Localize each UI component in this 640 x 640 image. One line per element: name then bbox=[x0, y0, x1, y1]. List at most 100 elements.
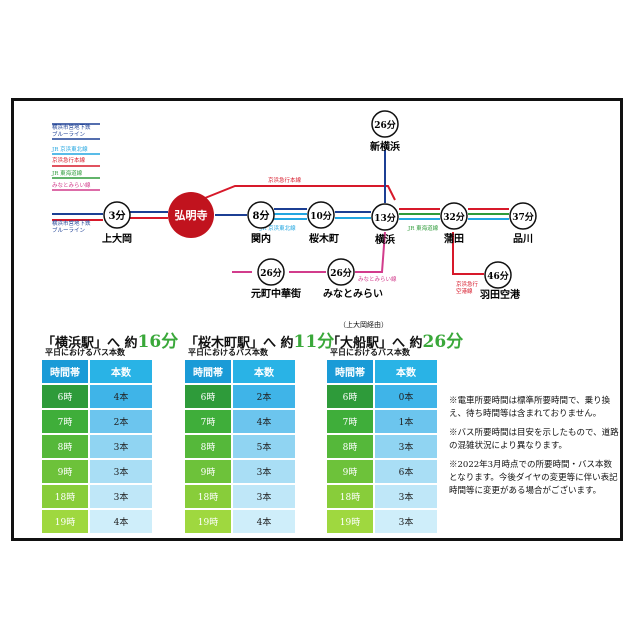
cell-count: 2本 bbox=[89, 409, 154, 435]
table-title: 「横浜駅」へ 約16分 bbox=[42, 327, 178, 352]
station-name-kannai: 関内 bbox=[251, 232, 271, 245]
header-time: 時間帯 bbox=[185, 360, 233, 385]
header-count: 本数 bbox=[374, 360, 439, 385]
cell-time: 18時 bbox=[42, 484, 90, 510]
cell-time: 9時 bbox=[327, 459, 375, 485]
station-shinyokohama: 26分 新横浜 bbox=[370, 110, 400, 153]
cell-count: 5本 bbox=[232, 434, 297, 460]
station-min-yokohama: 13分 bbox=[374, 212, 396, 224]
note-3: ※2022年3月時点での所要時間・バス本数となります。今後ダイヤの変更等に伴い表… bbox=[449, 460, 618, 496]
station-name-gumyoji: 弘明寺 bbox=[175, 208, 208, 222]
minatomirai-minatomirai-yokohama bbox=[355, 231, 386, 273]
table-title-minutes: 26 bbox=[422, 332, 447, 352]
cell-count: 6本 bbox=[374, 459, 439, 485]
line-label-blueline-left-1: 横浜市営地下鉄 bbox=[52, 219, 91, 227]
station-min-haneda: 46分 bbox=[487, 270, 509, 282]
table-title: 「大船駅」へ 約26分 bbox=[327, 327, 463, 352]
table-title-minutes: 11 bbox=[293, 332, 318, 352]
line-label-blueline-left-2: ブルーライン bbox=[52, 226, 86, 234]
header-time: 時間帯 bbox=[42, 360, 90, 385]
cell-count: 1本 bbox=[374, 409, 439, 435]
station-sakuragicho: 10分 桜木町 bbox=[307, 201, 339, 245]
note-2: ※バス所要時間は目安を示したもので、道路の混雑状況により異なります。 bbox=[449, 428, 619, 451]
line-label-minatomirai: みなとみらい線 bbox=[358, 275, 397, 283]
cell-time: 19時 bbox=[42, 509, 90, 535]
legend: 横浜市営地下鉄 ブルーライン JR 京浜東北線 京浜急行本線 JR 東海道線 み… bbox=[51, 123, 100, 191]
legend-item-keikyu: 京浜急行本線 bbox=[52, 156, 100, 167]
legend-item-tokaido: JR 東海道線 bbox=[51, 169, 100, 179]
cell-count: 3本 bbox=[374, 484, 439, 510]
cell-time: 19時 bbox=[185, 509, 233, 535]
cell-count: 3本 bbox=[89, 459, 154, 485]
station-min-kamiooka: 3分 bbox=[109, 209, 126, 222]
station-minatomirai: 26分 みなとみらい bbox=[323, 258, 383, 300]
station-name-sakuragicho: 桜木町 bbox=[309, 232, 339, 245]
cell-count: 0本 bbox=[374, 384, 439, 410]
station-min-motomachi: 26分 bbox=[260, 267, 282, 279]
station-min-kamata: 32分 bbox=[443, 211, 465, 223]
cell-time: 18時 bbox=[327, 484, 375, 510]
station-kannai: 8分 関内 bbox=[247, 201, 275, 245]
route-lines bbox=[52, 150, 509, 275]
legend-label-keihin-tohoku: JR 京浜東北線 bbox=[51, 145, 88, 153]
cell-count: 2本 bbox=[232, 384, 297, 410]
cell-count: 4本 bbox=[89, 509, 154, 535]
legend-item-blueline: 横浜市営地下鉄 ブルーライン bbox=[52, 123, 100, 140]
legend-label-minatomirai: みなとみらい線 bbox=[52, 181, 91, 189]
table-title-unit: 分 bbox=[161, 332, 179, 352]
table-subtitle: 平日におけるバス本数 bbox=[45, 347, 125, 357]
legend-label-blueline: 横浜市営地下鉄 bbox=[52, 123, 91, 131]
notes: ※電車所要時間は標準所要時間で、乗り換え、待ち時間等は含まれておりません。 ※バ… bbox=[449, 395, 619, 504]
station-name-kamata: 蒲田 bbox=[444, 232, 464, 245]
header-time: 時間帯 bbox=[327, 360, 375, 385]
cell-time: 8時 bbox=[185, 434, 233, 460]
cell-time: 9時 bbox=[42, 459, 90, 485]
table-title-text: 「横浜駅」へ 約 bbox=[42, 336, 138, 351]
table-header-row: 時間帯本数 bbox=[327, 360, 439, 385]
cell-count: 4本 bbox=[232, 409, 297, 435]
cell-time: 18時 bbox=[185, 484, 233, 510]
legend-item-minatomirai: みなとみらい線 bbox=[52, 181, 100, 191]
station-name-haneda: 羽田空港 bbox=[480, 288, 521, 301]
cell-count: 3本 bbox=[89, 434, 154, 460]
note-1: ※電車所要時間は標準所要時間で、乗り換え、待ち時間等は含まれておりません。 bbox=[449, 396, 611, 419]
cell-count: 4本 bbox=[232, 509, 297, 535]
cell-time: 8時 bbox=[327, 434, 375, 460]
station-name-shinyokohama: 新横浜 bbox=[370, 140, 400, 153]
cell-count: 4本 bbox=[89, 384, 154, 410]
line-label-keikyu-top: 京浜急行本線 bbox=[268, 176, 302, 184]
table-title-unit: 分 bbox=[446, 332, 464, 352]
cell-count: 3本 bbox=[374, 509, 439, 535]
legend-label-blueline-2: ブルーライン bbox=[52, 130, 86, 138]
station-min-shinyokohama: 26分 bbox=[374, 119, 396, 131]
table-title-text: 「大船駅」へ 約 bbox=[327, 336, 423, 351]
cell-time: 7時 bbox=[185, 409, 233, 435]
line-label-keikyu-airport-2: 空港線 bbox=[456, 287, 473, 295]
station-min-kannai: 8分 bbox=[253, 209, 270, 222]
table-title-minutes: 16 bbox=[137, 332, 162, 352]
table-subtitle: 平日におけるバス本数 bbox=[188, 347, 268, 357]
cell-time: 7時 bbox=[327, 409, 375, 435]
cell-count: 3本 bbox=[232, 459, 297, 485]
legend-label-keikyu: 京浜急行本線 bbox=[52, 156, 86, 164]
station-min-shinagawa: 37分 bbox=[512, 211, 534, 223]
station-kamata: 32分 蒲田 bbox=[440, 202, 468, 245]
cell-count: 3本 bbox=[374, 434, 439, 460]
line-label-keihin-tohoku: JR 京浜東北線 bbox=[259, 224, 296, 232]
line-label-tokaido: JR 東海道線 bbox=[407, 224, 439, 232]
cell-count: 3本 bbox=[89, 484, 154, 510]
cell-time: 6時 bbox=[327, 384, 375, 410]
cell-count: 3本 bbox=[232, 484, 297, 510]
